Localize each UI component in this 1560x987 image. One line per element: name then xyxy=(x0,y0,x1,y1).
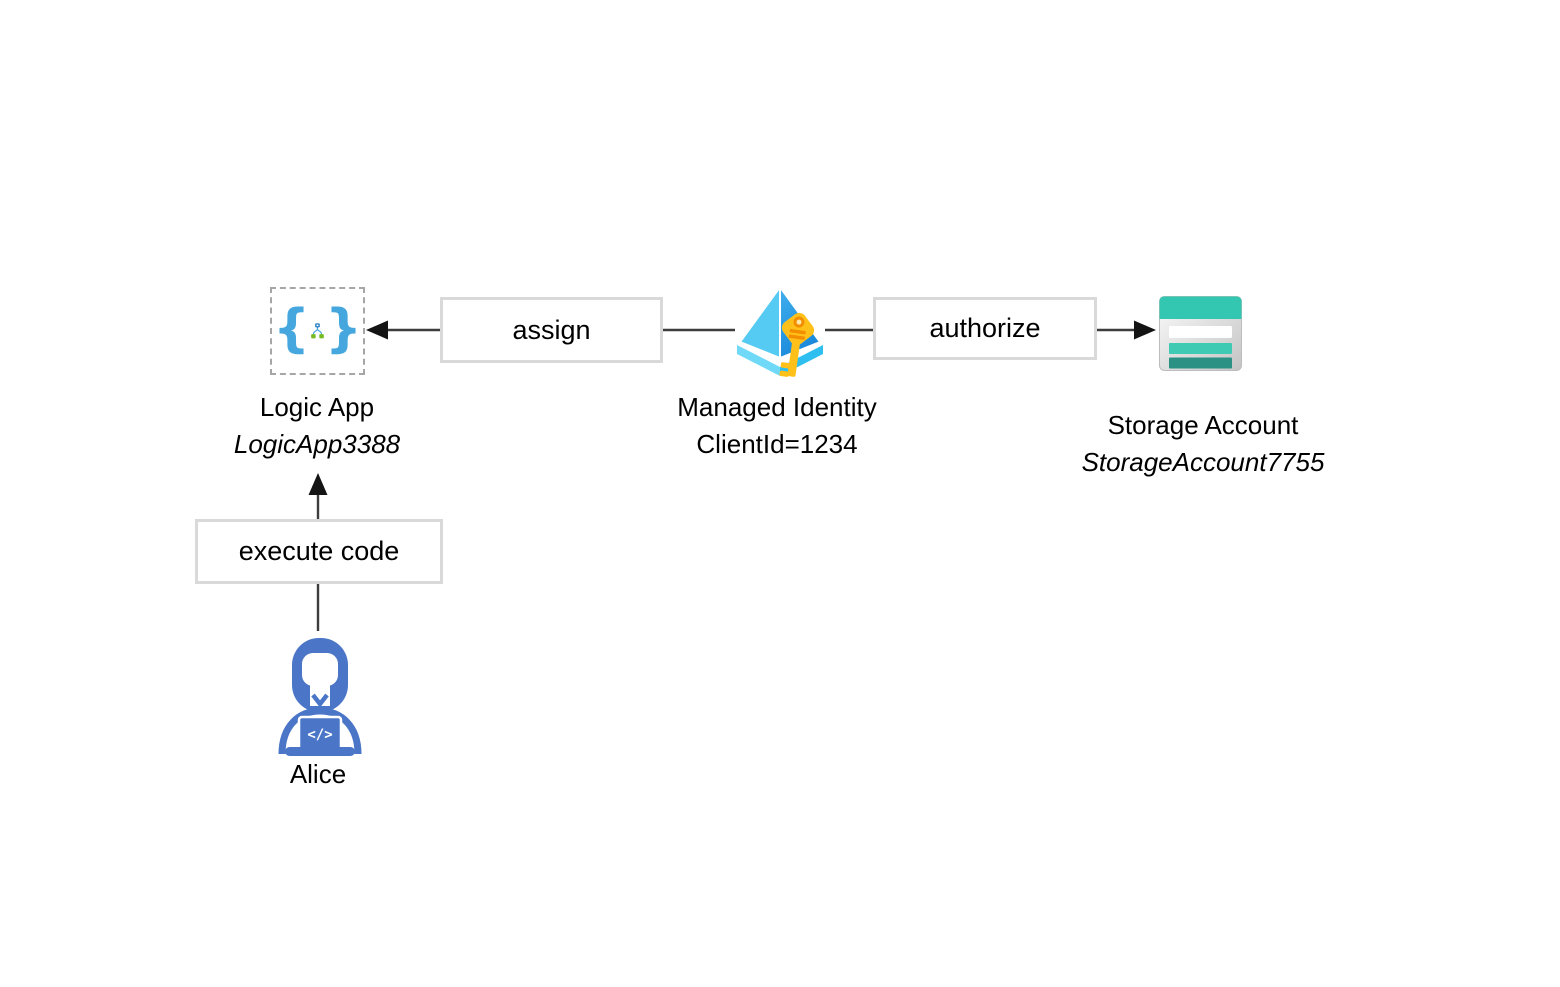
managed-identity-subtitle: ClientId=1234 xyxy=(696,429,858,459)
managed-identity-key-icon xyxy=(737,286,823,377)
authorize-edge-box: authorize xyxy=(873,297,1097,360)
authorize-edge-label: authorize xyxy=(929,313,1041,343)
logic-app-title: Logic App xyxy=(259,392,375,422)
assign-edge-label: assign xyxy=(512,314,591,345)
arrowhead-up-into-logicapp xyxy=(308,473,328,495)
alice-label: Alice xyxy=(258,756,378,793)
laptop-code-glyph: </> xyxy=(307,727,332,743)
storage-account-icon xyxy=(1159,296,1242,371)
managed-identity-title: Managed Identity xyxy=(677,392,877,422)
logic-app-icon xyxy=(311,323,324,339)
logic-app-node: { } xyxy=(270,287,365,375)
assign-edge-box: assign xyxy=(440,297,663,363)
logic-app-label: Logic App LogicApp3388 xyxy=(217,389,417,463)
arrowhead-into-storage xyxy=(1134,320,1156,340)
developer-person-icon: </> xyxy=(278,638,362,756)
storage-account-subtitle: StorageAccount7755 xyxy=(1081,447,1325,477)
logic-app-subtitle: LogicApp3388 xyxy=(233,429,401,459)
arrowhead-into-logicapp xyxy=(366,320,388,340)
alice-title: Alice xyxy=(289,759,347,789)
execute-code-edge-label: execute code xyxy=(238,536,400,566)
managed-identity-label: Managed Identity ClientId=1234 xyxy=(657,389,897,463)
storage-account-label: Storage Account StorageAccount7755 xyxy=(1053,407,1353,481)
execute-code-edge-box: execute code xyxy=(195,519,443,584)
logic-app-brace-left: { xyxy=(273,299,311,359)
key-icon xyxy=(779,312,815,377)
storage-account-title: Storage Account xyxy=(1107,410,1299,440)
logic-app-brace-right: } xyxy=(324,299,362,359)
